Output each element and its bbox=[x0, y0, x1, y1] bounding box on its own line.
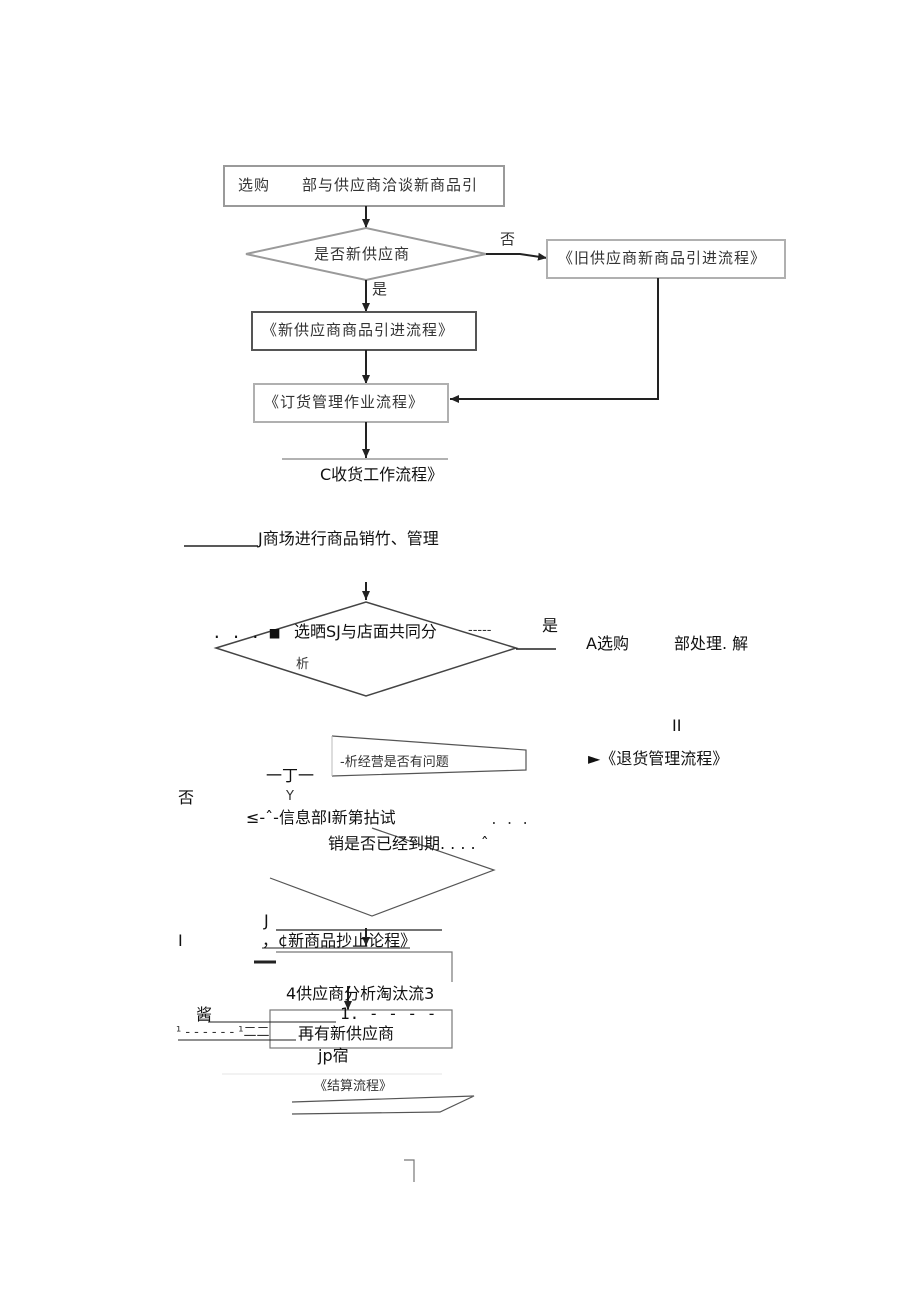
diamond1-prefix: . . . ■ bbox=[212, 623, 280, 642]
sell-manage-label: J商场进行商品销竹、管理 bbox=[258, 529, 439, 548]
no-label: 否 bbox=[178, 788, 195, 807]
no-branch-label: 否 bbox=[500, 230, 517, 248]
new-supplier-box bbox=[251, 311, 477, 351]
receive-flow-label: C收货工作流程》 bbox=[320, 465, 444, 484]
new-supplier-again-box bbox=[269, 1009, 453, 1049]
one-dash-label: 1. - - - - bbox=[340, 1004, 437, 1023]
jp-label: jp宿 bbox=[318, 1046, 349, 1065]
roman-ii-label: II bbox=[672, 716, 682, 735]
analysis-diamond bbox=[213, 601, 519, 697]
dept-handle-label: 部处理. 解 bbox=[674, 634, 749, 653]
expired-label: 销是否已经到期. . . . ˆ bbox=[328, 834, 489, 853]
y-label: Y bbox=[286, 789, 294, 804]
return-flow-label: ►《退货管理流程》 bbox=[588, 749, 729, 768]
diamond1-dash: ----- bbox=[468, 623, 492, 638]
diamond1-yes-label: 是 bbox=[542, 616, 559, 635]
new-supplier-decision-label: 是否新供应商 bbox=[314, 245, 411, 263]
left-dashes-label: ¹ - - - - - - ¹二二 bbox=[176, 1025, 270, 1040]
dots-label: . . . bbox=[490, 813, 530, 828]
old-supplier-box bbox=[546, 239, 786, 279]
problem-shape bbox=[331, 735, 527, 777]
problem-label: -析经营是否有问题 bbox=[340, 755, 449, 770]
order-box-label: 《订货管理作业流程》 bbox=[264, 393, 425, 411]
purchase-dept-label: A选购 bbox=[586, 634, 629, 653]
arrow-no-to-old-supplier bbox=[486, 252, 548, 261]
info-dept-label: ≤-ˆ-信息部I新第拈试 bbox=[246, 808, 396, 827]
order-box bbox=[253, 383, 449, 423]
dingyi-label: 一丁一 bbox=[266, 766, 315, 785]
eliminate-box-outline bbox=[276, 951, 453, 982]
new-goods-label: ，¢新商品抄止论程》 bbox=[262, 931, 417, 950]
diamond1-label: 选晒SJ与店面共同分 bbox=[294, 622, 437, 641]
new-supplier-again-label: 再有新供应商 bbox=[298, 1024, 395, 1043]
bottom-bracket bbox=[404, 1159, 415, 1182]
settlement-label: 《结算流程》 bbox=[314, 1079, 393, 1094]
arrow-old-supplier-to-order bbox=[450, 278, 659, 403]
eliminate-label: 4供应商分析淘汰流3 bbox=[286, 984, 435, 1003]
expired-diamond bbox=[269, 827, 496, 917]
old-supplier-box-label: 《旧供应商新商品引进流程》 bbox=[558, 249, 767, 267]
yes-branch-label: 是 bbox=[372, 280, 389, 298]
i-mark: I bbox=[178, 931, 183, 950]
jiang-label: 酱 bbox=[196, 1005, 213, 1024]
negotiate-box-label: 选购 部与供应商洽谈新商品引 bbox=[238, 176, 479, 194]
settlement-shape bbox=[291, 1095, 475, 1115]
diamond1-tail: 析 bbox=[296, 657, 310, 672]
j-mark: J bbox=[264, 911, 269, 930]
new-supplier-box-label: 《新供应商商品引进流程》 bbox=[262, 321, 455, 339]
negotiate-box bbox=[223, 165, 505, 207]
